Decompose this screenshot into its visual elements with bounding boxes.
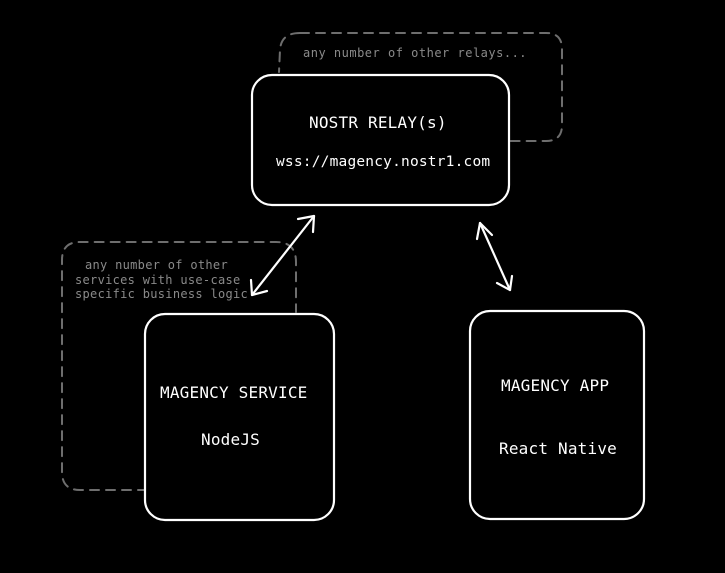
other-services-ghost-box (61, 241, 297, 491)
magency-app-box (468, 309, 646, 521)
app-tech: React Native (499, 439, 617, 458)
other-services-note-line: services with use-case (75, 272, 241, 287)
other-services-note: any number of other services with use-ca… (75, 258, 248, 302)
relay-app-arrow (475, 221, 514, 292)
other-relays-ghost-box-left (278, 32, 301, 73)
other-services-note-line: specific business logic (75, 287, 249, 301)
nostr-relay-box (250, 73, 511, 207)
relay-service-arrow (249, 214, 316, 297)
relay-url: wss://magency.nostr1.com (276, 154, 491, 170)
other-relays-note: any number of other relays... (303, 46, 528, 60)
service-tech: NodeJS (201, 430, 260, 449)
app-title: MAGENCY APP (501, 376, 610, 395)
relay-title: NOSTR RELAY(s) (309, 113, 447, 132)
service-title: MAGENCY SERVICE (160, 383, 308, 402)
magency-service-box (143, 312, 336, 522)
other-services-note-line: any number of other (85, 258, 228, 272)
other-relays-ghost-box (299, 32, 563, 142)
